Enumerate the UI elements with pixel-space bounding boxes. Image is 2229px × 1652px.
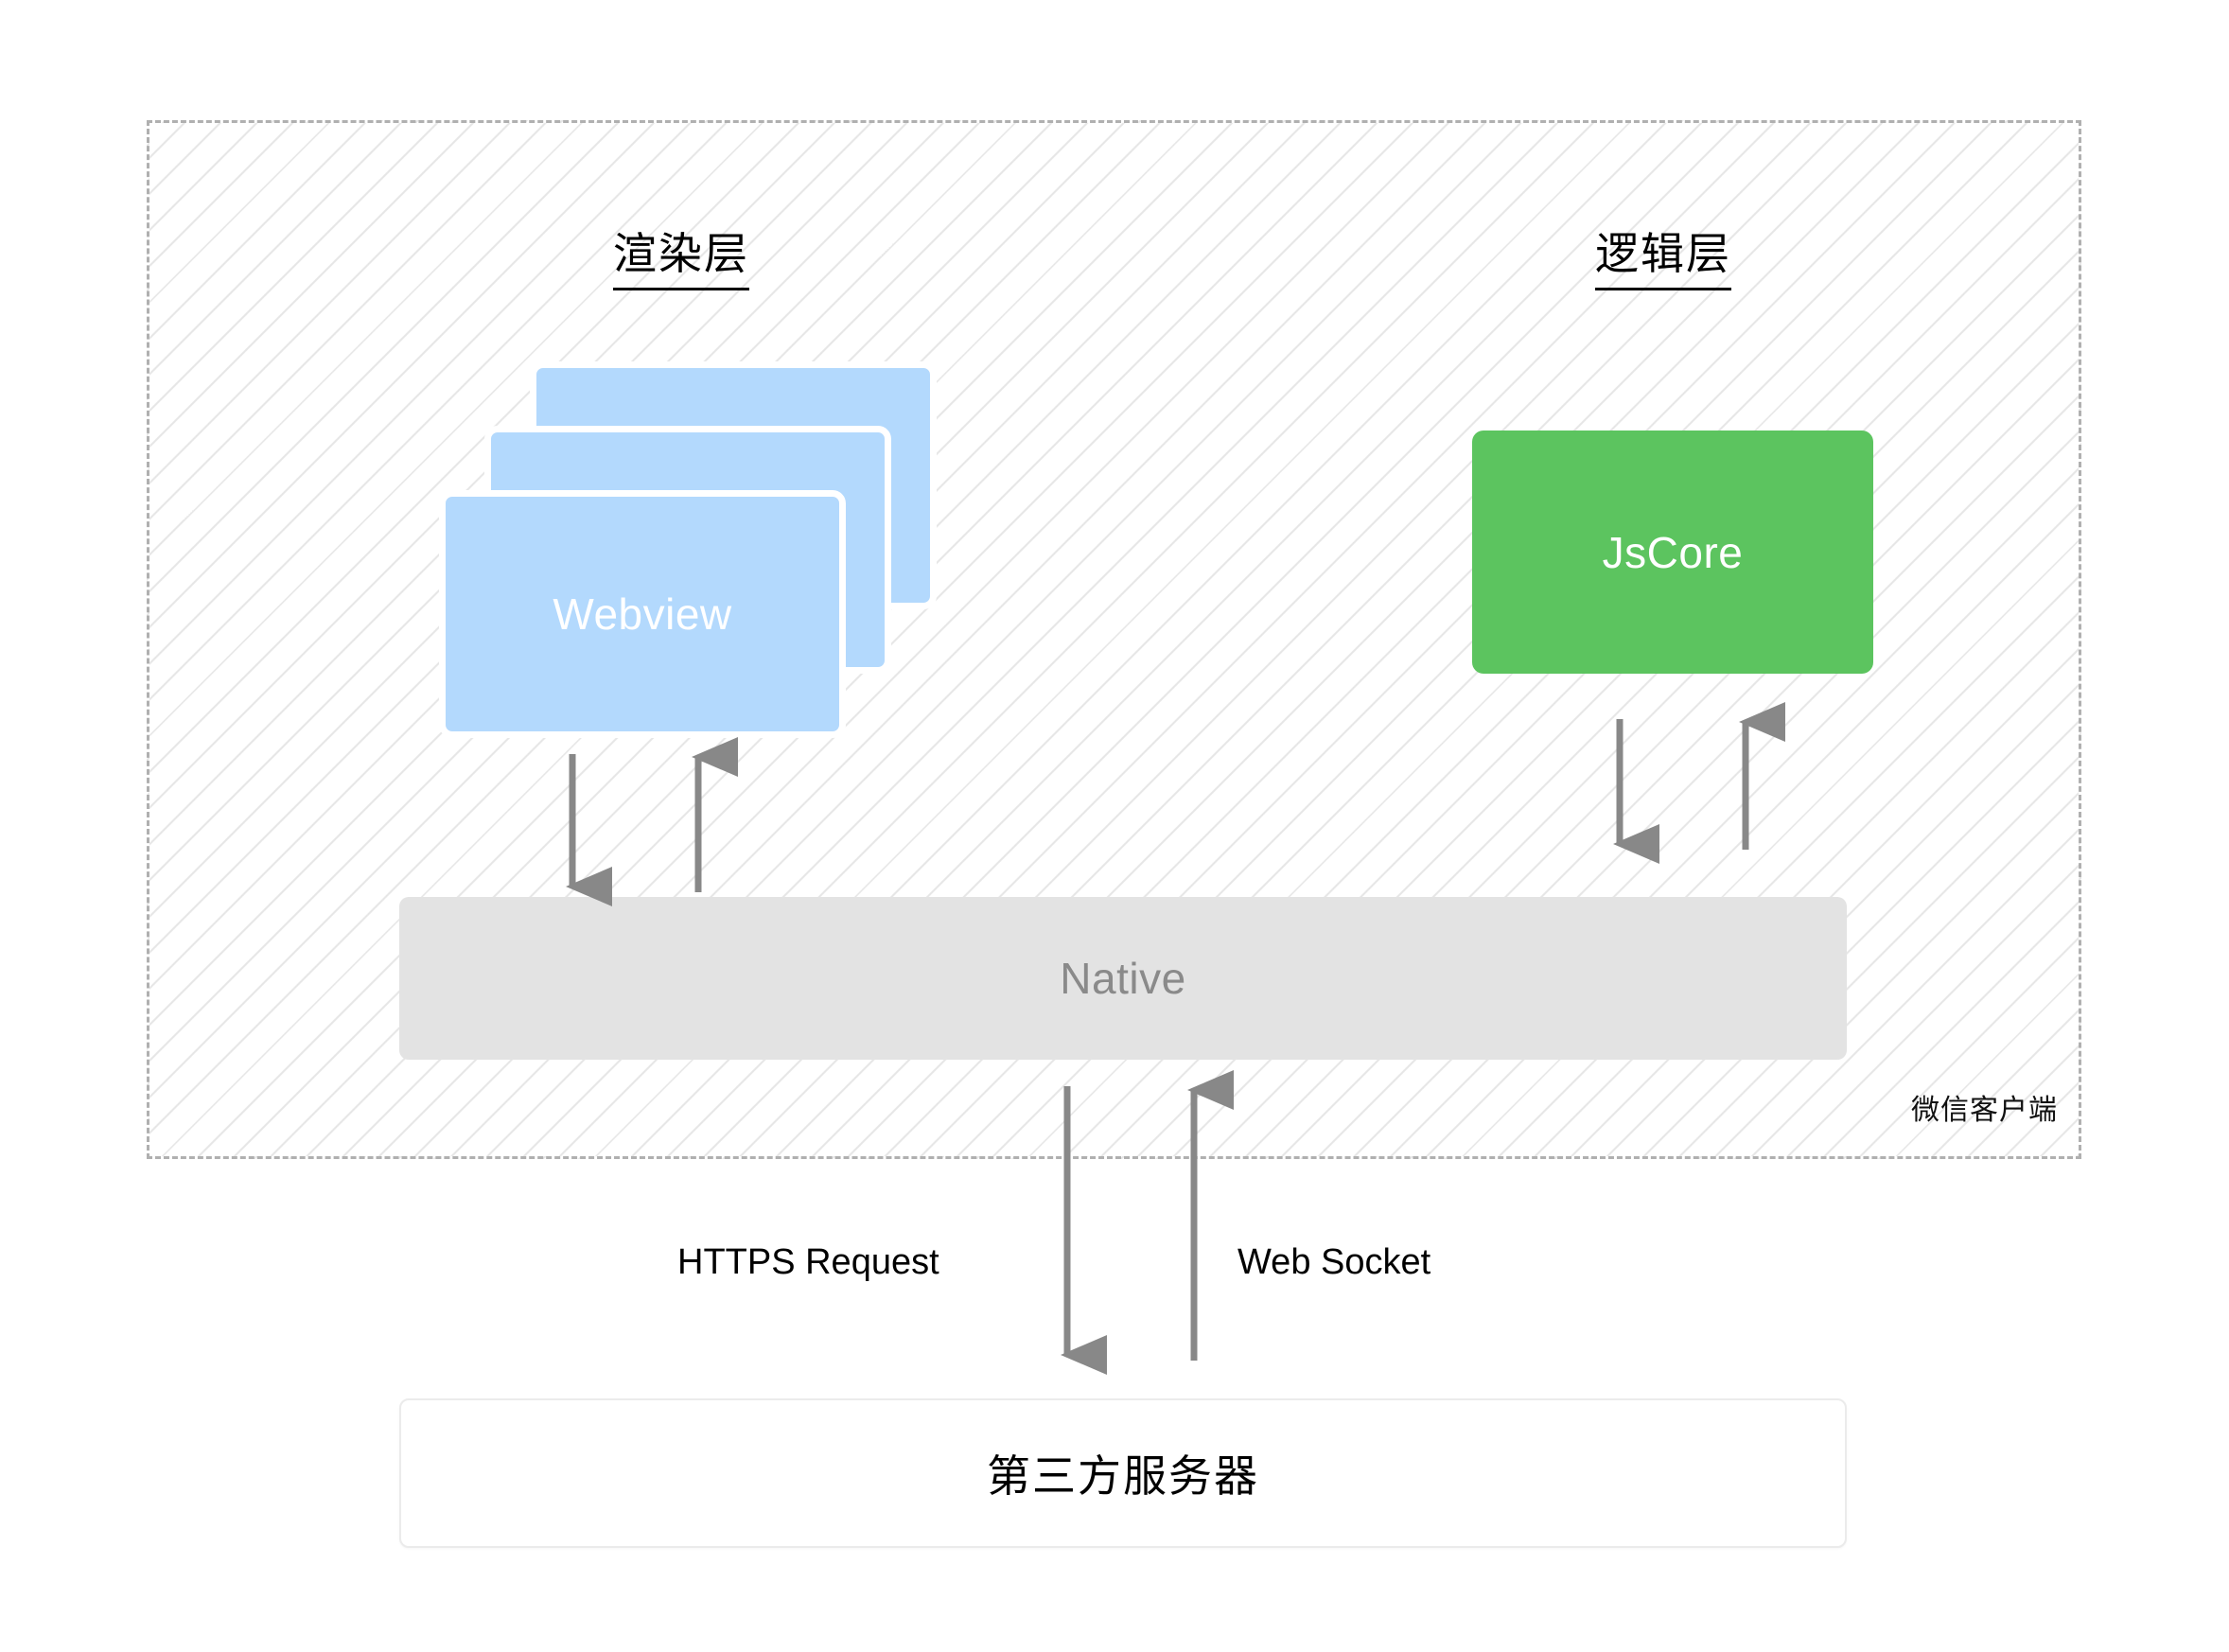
jscore-label: JsCore xyxy=(1602,527,1744,577)
third-party-server-label: 第三方服务器 xyxy=(987,1451,1259,1501)
wechat-client-label: 微信客户端 xyxy=(1911,1095,2058,1126)
third-party-server-node[interactable]: 第三方服务器 xyxy=(399,1398,1847,1548)
connector-label-web-socket: Web Socket xyxy=(1237,1242,1431,1282)
webview-card-front[interactable]: Webview xyxy=(439,490,846,738)
section-title-render-layer: 渲染层 xyxy=(613,220,749,290)
connector-label-https-request: HTTPS Request xyxy=(677,1242,939,1282)
webview-label: Webview xyxy=(553,589,732,639)
native-node[interactable]: Native xyxy=(399,897,1847,1060)
jscore-node[interactable]: JsCore xyxy=(1472,431,1873,674)
native-label: Native xyxy=(1060,954,1186,1003)
section-title-logic-layer: 逻辑层 xyxy=(1595,220,1731,290)
